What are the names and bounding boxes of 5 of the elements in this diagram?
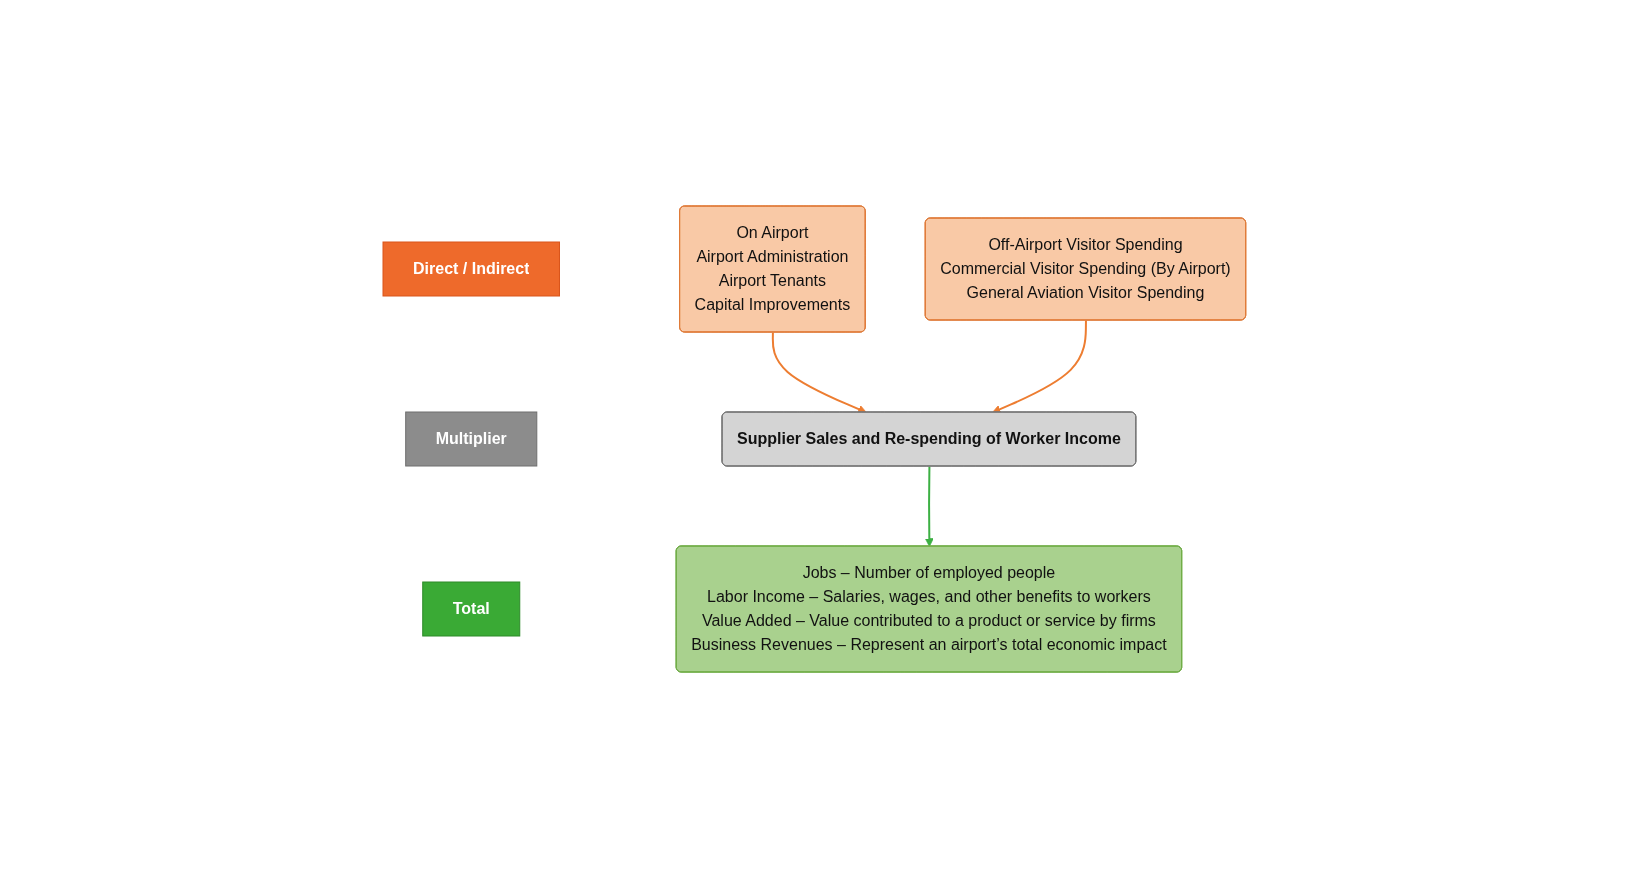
node-box: Total	[421, 581, 520, 637]
arrow	[771, 331, 867, 414]
node-box: Direct / Indirect	[382, 241, 560, 297]
arrow	[924, 465, 934, 547]
node-box: Multiplier	[404, 411, 537, 467]
